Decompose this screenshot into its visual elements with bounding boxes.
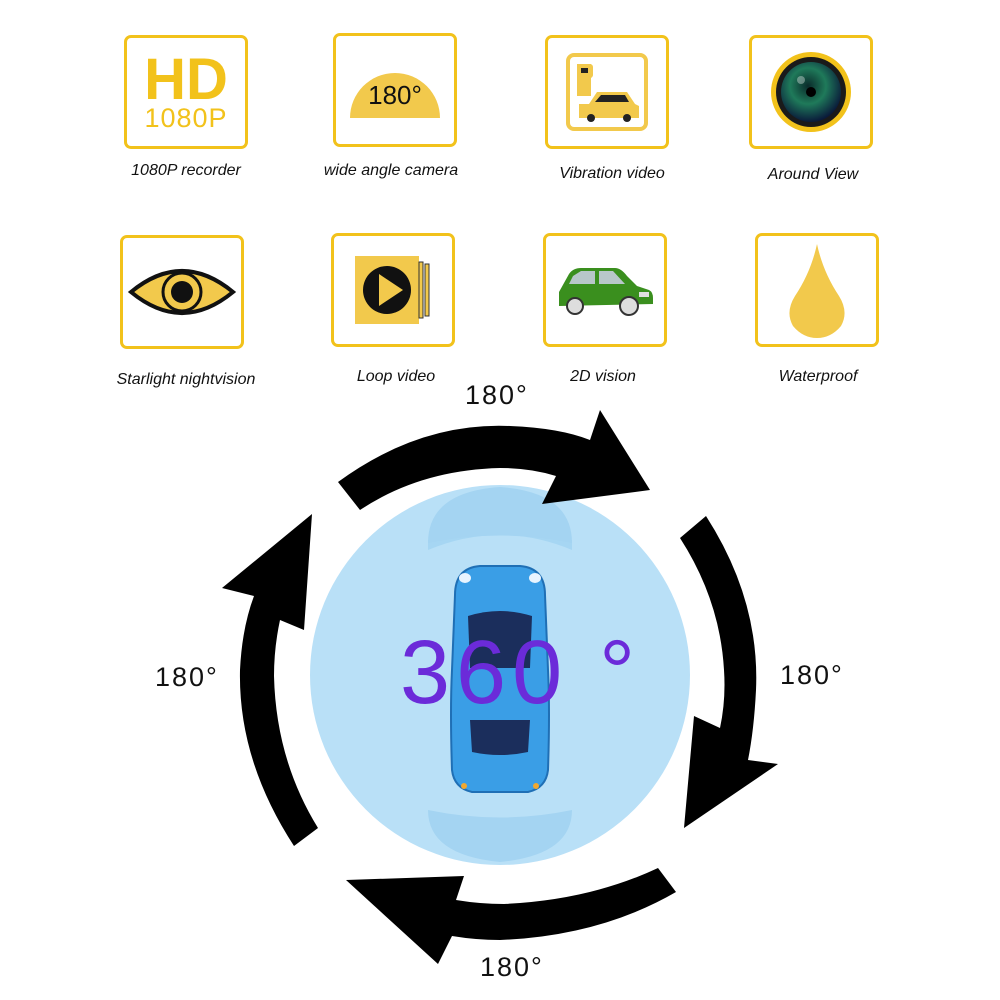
eye-icon	[127, 262, 237, 322]
feature-tile-vibration	[545, 35, 669, 149]
feature-label: Vibration video	[559, 165, 665, 182]
1080p-text: 1080P	[144, 103, 228, 133]
feature-label: Waterproof	[778, 368, 858, 385]
parking-car-icon	[565, 52, 649, 132]
feature-label: Starlight nightvision	[116, 371, 256, 388]
play-video-icon	[353, 254, 433, 326]
green-car-icon	[555, 262, 655, 318]
feature-tile-wide-angle: 180°	[333, 33, 457, 147]
arrow-top-icon	[338, 410, 650, 510]
arrow-bottom-icon	[346, 868, 676, 964]
feature-tile-hd: HD 1080P	[124, 35, 248, 149]
hd-text: HD	[144, 47, 228, 112]
feature-tile-around-view	[749, 35, 873, 149]
feature-tile-nightvision	[120, 235, 244, 349]
camera-lens-icon	[769, 50, 853, 134]
feature-label: 1080P recorder	[131, 162, 241, 179]
degree-label-top: 180°	[465, 380, 529, 410]
degree-label-right: 180°	[780, 660, 844, 690]
car-top-view-icon	[450, 565, 550, 793]
arrow-left-icon	[222, 514, 318, 846]
feature-label: wide angle camera	[323, 162, 459, 179]
feature-tile-2d-vision	[543, 233, 667, 347]
hd-1080p-icon: HD 1080P	[144, 47, 228, 133]
view-360-diagram: 360 ° 180° 180° 180° 180°	[0, 380, 1000, 1000]
degree-label-left: 180°	[155, 662, 219, 692]
feature-tile-loop-video	[331, 233, 455, 347]
water-drop-icon	[787, 242, 847, 338]
wide-angle-text: 180°	[368, 80, 422, 110]
wide-angle-180-icon: 180°	[345, 60, 445, 120]
center-360-text: 360 °	[400, 623, 642, 723]
feature-label: 2D vision	[570, 368, 636, 385]
degree-label-bottom: 180°	[480, 952, 544, 982]
feature-label: Loop video	[356, 368, 436, 385]
arrow-right-icon	[680, 516, 778, 828]
feature-tile-waterproof	[755, 233, 879, 347]
rotation-arrows	[222, 410, 778, 964]
feature-label: Around View	[767, 166, 859, 183]
